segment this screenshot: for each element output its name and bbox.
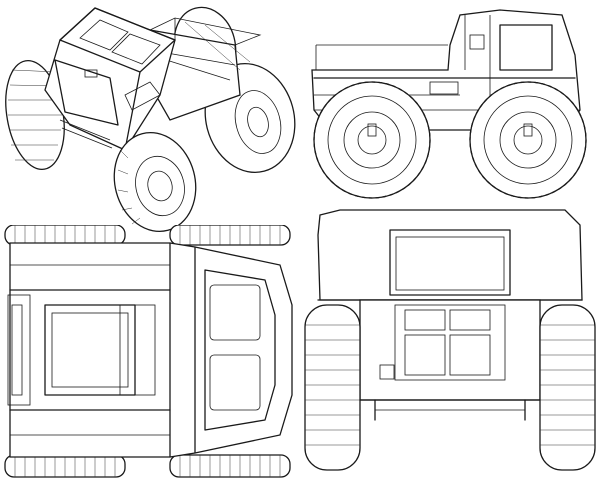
rear-wheel-left	[304, 304, 361, 471]
side-wheel-rear	[313, 81, 431, 199]
top-wheel-right-front	[169, 454, 291, 478]
top-hull	[7, 242, 293, 458]
rear-drawing	[304, 209, 596, 471]
iso-wheel-front-right	[113, 131, 197, 233]
isometric-view	[0, 0, 300, 235]
side-drawing	[311, 9, 587, 199]
top-wheel-left-rear	[4, 225, 126, 246]
top-view	[0, 225, 300, 480]
top-wheel-right-rear	[4, 454, 126, 478]
top-drawing	[4, 225, 293, 478]
side-view	[300, 0, 600, 210]
isometric-drawing	[5, 6, 296, 233]
rear-underbody	[359, 399, 541, 421]
rear-body	[359, 299, 541, 401]
rear-wheel-right	[539, 304, 596, 471]
iso-cab	[44, 7, 176, 151]
top-wheel-left-front	[169, 225, 291, 246]
top-cargo-bed	[44, 304, 156, 396]
side-wheel-front	[469, 81, 587, 199]
rear-view	[300, 205, 600, 480]
rear-cab	[317, 209, 583, 301]
top-cab-roof	[204, 269, 276, 431]
